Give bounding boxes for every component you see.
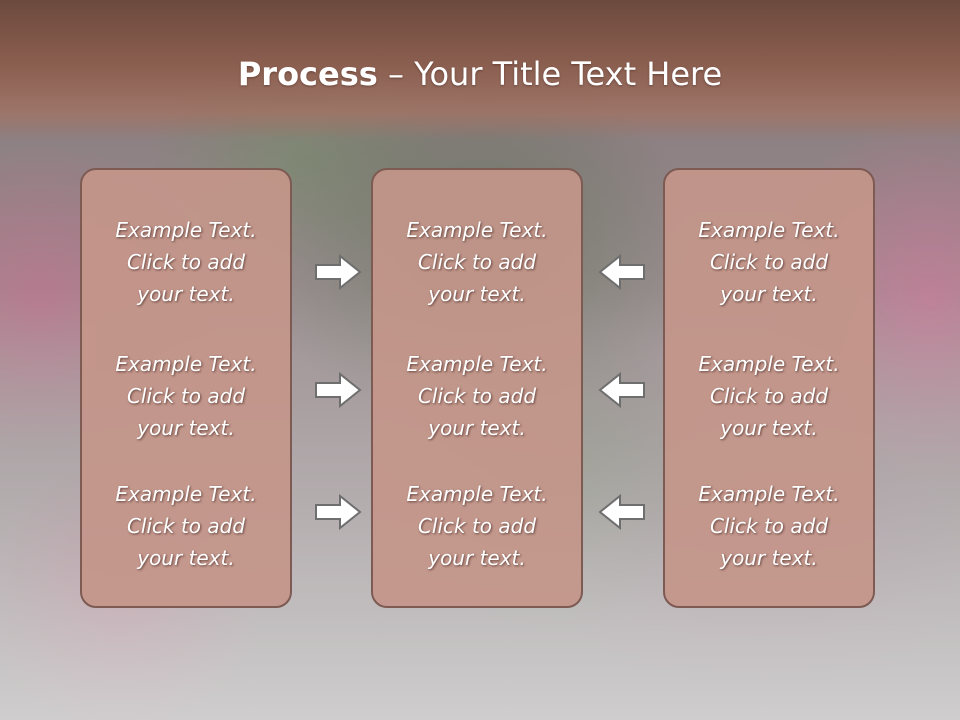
arrow-left-icon	[598, 371, 645, 409]
text-placeholder[interactable]: Example Text. Click to add your text.	[698, 482, 840, 570]
panel-right[interactable]: Example Text. Click to add your text. Ex…	[663, 168, 875, 608]
panel-left[interactable]: Example Text. Click to add your text. Ex…	[80, 168, 292, 608]
title-bar	[0, 0, 960, 140]
text-placeholder[interactable]: Example Text. Click to add your text.	[115, 482, 257, 570]
text-placeholder[interactable]: Example Text. Click to add your text.	[406, 218, 548, 306]
text-placeholder[interactable]: Example Text. Click to add your text.	[115, 218, 257, 306]
text-placeholder[interactable]: Example Text. Click to add your text.	[115, 352, 257, 440]
title-rest-part: – Your Title Text Here	[377, 55, 723, 93]
text-placeholder[interactable]: Example Text. Click to add your text.	[406, 352, 548, 440]
slide-title[interactable]: Process – Your Title Text Here	[0, 48, 960, 100]
arrow-left-icon	[598, 493, 645, 531]
arrow-right-icon	[315, 371, 362, 409]
arrow-right-icon	[315, 493, 362, 531]
text-placeholder[interactable]: Example Text. Click to add your text.	[698, 218, 840, 306]
text-placeholder[interactable]: Example Text. Click to add your text.	[698, 352, 840, 440]
panel-center[interactable]: Example Text. Click to add your text. Ex…	[371, 168, 583, 608]
arrow-left-icon	[598, 253, 645, 291]
text-placeholder[interactable]: Example Text. Click to add your text.	[406, 482, 548, 570]
title-bold-part: Process	[237, 55, 378, 93]
arrow-right-icon	[315, 253, 362, 291]
